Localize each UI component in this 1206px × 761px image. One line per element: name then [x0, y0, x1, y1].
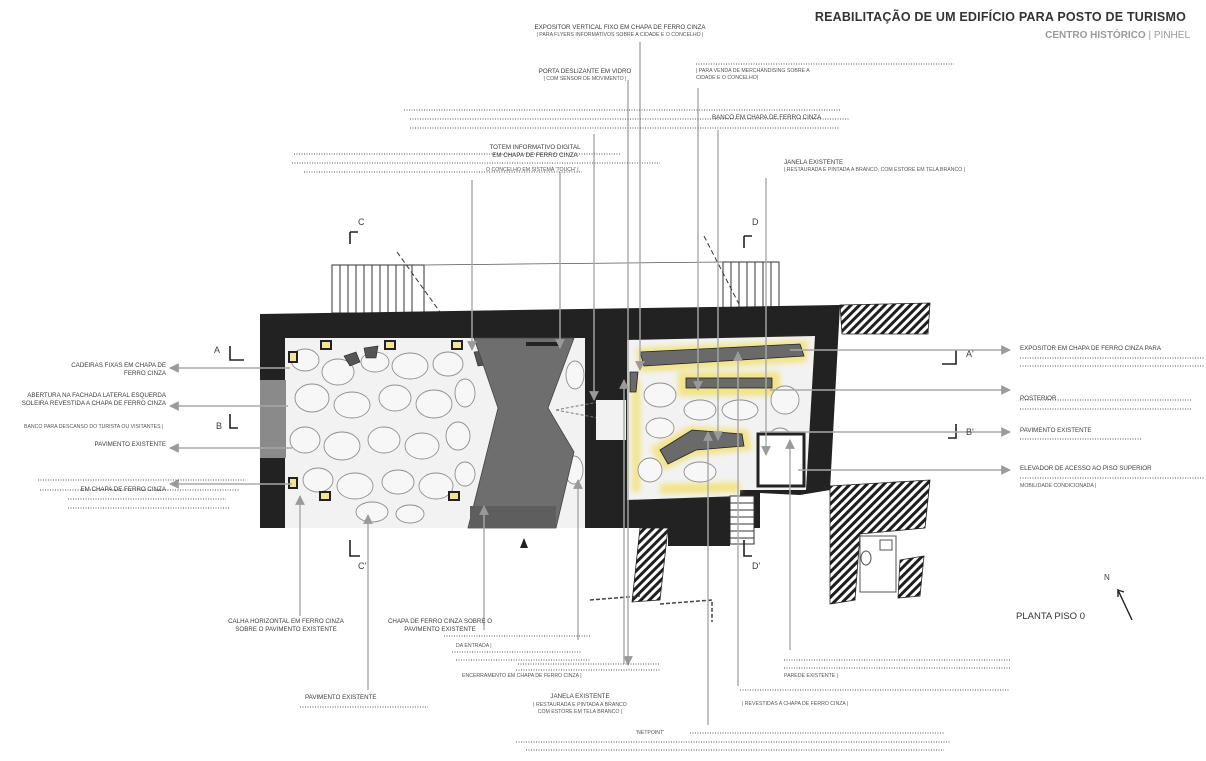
- label-elevador: ELEVADOR DE ACESSO AO PISO SUPERIOR: [1020, 465, 1152, 472]
- label-soleira: SOLEIRA REVESTIDA A CHAPA DE FERRO CINZA: [21, 400, 166, 407]
- section-cut-line-c: [396, 251, 441, 313]
- label-janela-top: JANELA EXISTENTE: [784, 159, 844, 166]
- plan-title: PLANTA PISO 0: [1016, 611, 1085, 622]
- lower-annex-walls: [668, 500, 730, 546]
- section-label-c: C: [358, 217, 365, 227]
- stone-pavement-right: [637, 382, 800, 483]
- exterior-boundary-line: [423, 261, 724, 266]
- label-janela-bottom-sub-2: COM ESTORE EM TELA BRANCO |: [537, 709, 623, 715]
- label-expositor-right: EXPOSITOR EM CHAPA DE FERRO CINZA PARA: [1020, 345, 1161, 352]
- label-cadeiras-1: CADEIRAS FIXAS EM CHAPA DE: [71, 362, 166, 369]
- stone-pavement-left: [289, 348, 585, 524]
- hatched-wall-bottom-2: [897, 555, 925, 599]
- fixed-chairs: [288, 340, 463, 501]
- label-calha-2: SOBRE O PAVIMENTO EXISTENTE: [235, 626, 337, 633]
- wc-outline: [859, 535, 897, 593]
- label-pavimento-left: PAVIMENTO EXISTENTE: [94, 441, 166, 448]
- label-porta-deslizante: PORTA DESLIZANTE EM VIDRO: [538, 68, 632, 75]
- annotation-leaders: [169, 42, 1011, 725]
- partition-wall: [585, 320, 625, 400]
- label-janela-top-sub: | RESTAURADA E PINTADA A BRANCO, COM EST…: [784, 167, 966, 173]
- display-units: [629, 343, 805, 465]
- subtitle-location: | PINHEL: [1148, 30, 1191, 41]
- label-expositor-vertical-sub: | PARA FLYERS INFORMATIVOS SOBRE A CIDAD…: [536, 32, 704, 38]
- page-title: REABILITAÇÃO DE UM EDIFÍCIO PARA POSTO D…: [814, 10, 1186, 24]
- section-label-d-prime: D': [752, 561, 761, 571]
- exterior-stairs-top-left: [331, 264, 425, 314]
- label-pavimento-bottom: PAVIMENTO EXISTENTE: [305, 694, 377, 701]
- left-facade-opening: [260, 380, 286, 458]
- label-pavimento-right: PAVIMENTO EXISTENTE: [1020, 427, 1092, 434]
- label-parede: PAREDE EXISTENTE |: [784, 673, 839, 679]
- exterior-stairs-top-right: [722, 261, 780, 309]
- label-encerramento: ENCERRAMENTO EM CHAPA DE FERRO CINZA |: [462, 673, 582, 679]
- label-merch-sub2: CIDADE E O CONCELHO|: [696, 75, 759, 81]
- label-totem-2: EM CHAPA DE FERRO CINZA: [492, 152, 578, 159]
- section-markers: [229, 231, 957, 557]
- label-chapa-sobre-1: CHAPA DE FERRO CINZA SOBRE O: [387, 618, 493, 625]
- label-calha-1: CALHA HORIZONTAL EM FERRO CINZA: [228, 618, 344, 625]
- section-label-a: A: [214, 345, 221, 355]
- label-expositor-vertical: EXPOSITOR VERTICAL FIXO EM CHAPA DE FERR…: [534, 24, 706, 31]
- elevator-shaft: [756, 432, 806, 488]
- section-cut-line-d: [703, 235, 743, 311]
- central-entrance-panel: [467, 337, 575, 529]
- page-subtitle: CENTRO HISTÓRICO | PINHEL: [900, 30, 1190, 41]
- label-abertura: ABERTURA NA FACHADA LATERAL ESQUERDA: [27, 392, 166, 399]
- label-porta-deslizante-sub: | COM SENSOR DE MOVIMENTO |: [543, 76, 627, 82]
- section-marker-arrows: [520, 538, 528, 548]
- label-mobilidade: MOBILIDADE CONDICIONADA |: [1020, 483, 1097, 489]
- hatched-wall-right: [829, 479, 931, 605]
- interior-stairs-bottom: [729, 495, 755, 545]
- hatched-wall-bottom: [631, 527, 669, 603]
- door-opening: [596, 400, 626, 440]
- label-da-entrada: DA ENTRADA |: [456, 643, 492, 649]
- annex-outline: [589, 595, 713, 622]
- label-cadeiras-2: FERRO CINZA: [124, 370, 166, 377]
- section-label-b-prime: B': [966, 427, 974, 437]
- label-posterior: POSTERIOR: [1020, 395, 1057, 402]
- entrance-step: [470, 506, 556, 528]
- hatched-wall-top-right: [839, 302, 931, 335]
- partition-wall-lower: [585, 440, 625, 528]
- label-netpoint: 'NETPOINT': [636, 730, 665, 736]
- door-swing-line-2: [555, 409, 599, 419]
- label-janela-bottom: JANELA EXISTENTE: [550, 693, 610, 700]
- label-chapa-left: EM CHAPA DE FERRO CINZA: [80, 486, 167, 493]
- label-chapa-sobre-2: PAVIMENTO EXISTENTE: [404, 626, 476, 633]
- section-label-a-prime: A': [966, 349, 974, 359]
- door-swing-line: [555, 401, 599, 411]
- section-label-b: B: [216, 421, 223, 431]
- label-totem-sub: O CONCELHO EM SISTEMA 'TOUCH' |: [486, 167, 579, 173]
- dotted-rules: [38, 63, 1204, 751]
- label-totem-1: TOTEM INFORMATIVO DIGITAL: [489, 144, 581, 151]
- subtitle-main: CENTRO HISTÓRICO: [1045, 30, 1146, 41]
- label-merch-sub1: | PARA VENDA DE MERCHANDISING SOBRE A: [696, 68, 810, 74]
- label-banco: BANCO EM CHAPA DE FERRO CINZA: [712, 114, 822, 121]
- label-banco-descanso: BANCO PARA DESCANSO DO TURISTA OU VISITA…: [24, 424, 164, 430]
- sliding-door: [526, 342, 560, 346]
- north-arrow-icon: [1116, 588, 1133, 621]
- section-label-d: D: [752, 217, 759, 227]
- section-label-c-prime: C': [358, 561, 367, 571]
- north-letter: N: [1104, 573, 1110, 582]
- label-janela-bottom-sub-1: | RESTAURADA E PINTADA A BRANCO: [533, 702, 627, 708]
- label-revestidas: | REVESTIDAS A CHAPA DE FERRO CINZA |: [742, 701, 849, 707]
